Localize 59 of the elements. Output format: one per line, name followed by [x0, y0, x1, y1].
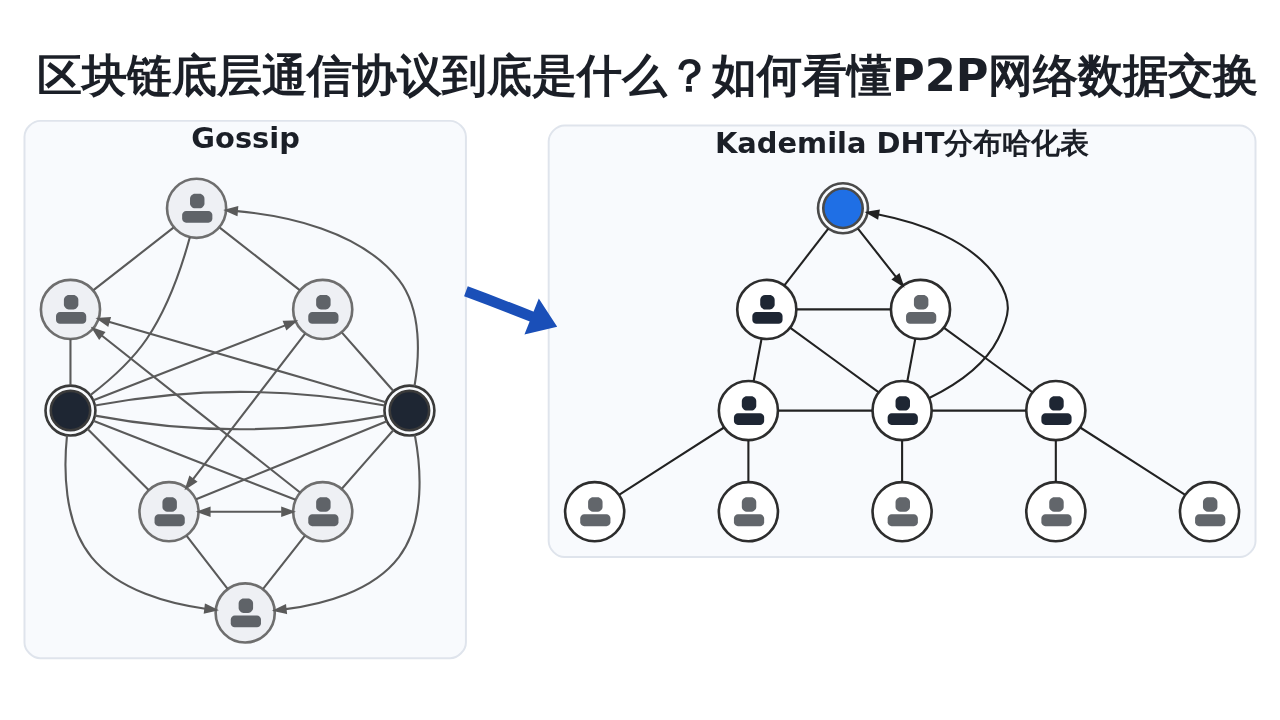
node-person: [1178, 480, 1241, 543]
connector: [906, 338, 917, 382]
connector: [185, 535, 229, 590]
connector: [69, 339, 72, 386]
connector: [1054, 440, 1057, 482]
connector: [92, 419, 296, 501]
arrow: [195, 506, 296, 517]
arrow: [464, 286, 558, 335]
connector: [92, 226, 175, 291]
node-person: [165, 177, 228, 240]
connector: [341, 331, 394, 392]
node-person: [138, 480, 200, 543]
connector: [195, 420, 388, 501]
node-person: [735, 278, 798, 341]
connector: [901, 440, 904, 482]
arrow: [93, 320, 299, 402]
connector: [86, 428, 150, 491]
connector: [747, 440, 750, 482]
connector: [341, 429, 395, 490]
connector: [778, 409, 873, 412]
arrow: [64, 435, 219, 614]
node-person: [871, 379, 933, 442]
connector: [94, 390, 386, 407]
node-person: [1024, 379, 1087, 442]
connector: [789, 327, 880, 394]
node-person: [563, 480, 626, 543]
node-person: [717, 480, 780, 543]
node-circle: [383, 384, 436, 437]
arrow: [857, 227, 905, 288]
node-person: [214, 582, 277, 644]
connector: [618, 426, 725, 496]
arrow: [271, 435, 421, 615]
connector: [262, 535, 306, 590]
connector: [1079, 426, 1186, 496]
diagram-title: 区块链底层通信协议到底是什么？如何看懂P2P网络数据交换: [36, 49, 1259, 102]
connector: [796, 308, 891, 311]
node-person: [1024, 480, 1087, 543]
node-person: [39, 278, 102, 341]
connector: [89, 236, 191, 396]
node-circle: [44, 384, 97, 437]
arrow: [184, 333, 306, 491]
cluster: Gossip: [23, 119, 467, 660]
node-person: [889, 278, 952, 341]
arrow: [223, 206, 419, 387]
cluster: Kademila DHT分布哈化表: [547, 124, 1257, 559]
node-person: [291, 480, 354, 543]
connector: [752, 338, 763, 382]
connector: [94, 414, 386, 431]
connector: [219, 226, 301, 291]
node-circle: [816, 181, 870, 235]
arrow: [95, 317, 387, 404]
connector: [943, 327, 1034, 394]
node-person: [871, 480, 933, 543]
node-person: [291, 278, 354, 341]
arrow: [90, 326, 301, 494]
connector: [932, 409, 1026, 412]
arrow: [864, 209, 1009, 399]
connector: [783, 227, 830, 286]
node-person: [717, 379, 780, 442]
